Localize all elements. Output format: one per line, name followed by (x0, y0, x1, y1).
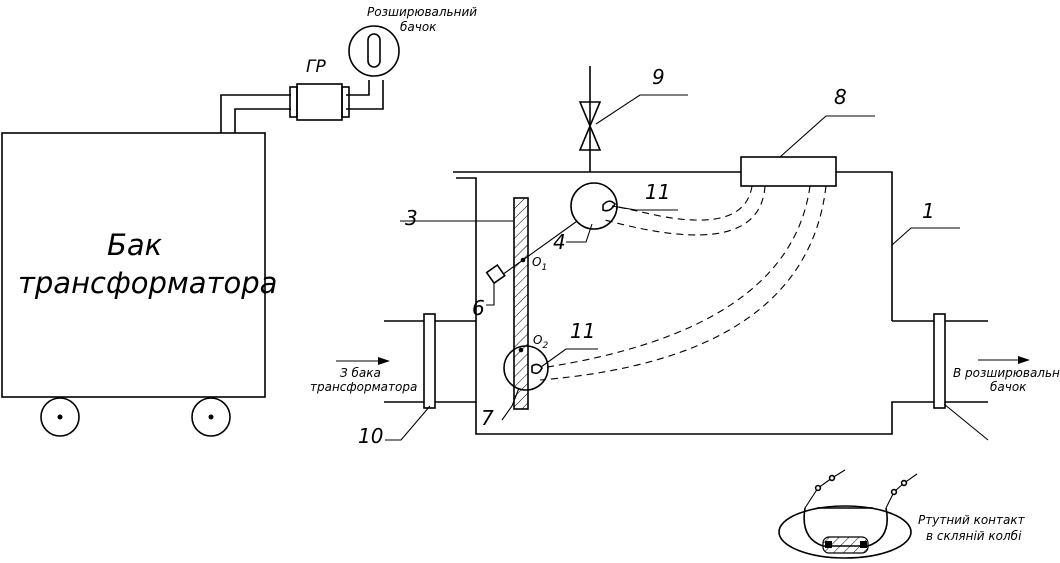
svg-text:11: 11 (570, 319, 595, 343)
gas-relay-small: ГР (289, 57, 350, 121)
expansion-tank-label-line2: бачок (400, 20, 437, 34)
oil-pipe-to-expansion-tank (220, 80, 384, 133)
inlet-arrow: З бака трансформатора (310, 357, 417, 394)
outlet-leader-line (943, 403, 989, 441)
callout-10: 10 (358, 405, 431, 448)
expansion-tank-label-line1: Розширювальний (367, 5, 477, 19)
callout-6: 6 (472, 283, 495, 320)
callout-11-top: 11 (611, 180, 678, 211)
valve (578, 66, 602, 172)
mercury-contact-label-line1: Ртутний контакт (918, 513, 1026, 527)
terminal-box (740, 156, 837, 187)
pivot-o1: O1 (532, 255, 547, 273)
inlet-label-line1: З бака (340, 366, 381, 380)
svg-text:7: 7 (481, 406, 494, 430)
transformer-tank-label-line2: трансформатора (18, 266, 277, 300)
callout-1: 1 (891, 199, 960, 246)
svg-text:10: 10 (358, 424, 383, 448)
svg-text:11: 11 (645, 180, 670, 204)
svg-text:O1: O1 (532, 255, 547, 273)
svg-text:9: 9 (652, 65, 665, 89)
inlet-label-line2: трансформатора (310, 380, 417, 394)
outlet-flange (933, 313, 946, 409)
svg-text:O2: O2 (533, 333, 548, 351)
transformer-tank-label-line1: Бак (107, 228, 163, 262)
inlet-flange (423, 313, 436, 409)
svg-text:6: 6 (472, 296, 485, 320)
transformer-tank: Бак трансформатора (1, 132, 277, 437)
outlet-label-line2: бачок (990, 380, 1027, 394)
svg-text:8: 8 (834, 85, 847, 109)
callout-11-bottom: 11 (540, 319, 598, 368)
hatched-plate (513, 197, 529, 410)
callout-3: 3 (400, 206, 514, 230)
svg-text:4: 4 (553, 230, 566, 254)
callout-4: 4 (553, 223, 593, 254)
outlet-label-line1: В розширювальний (953, 366, 1060, 380)
upper-float-arm (485, 218, 581, 285)
callout-9: 9 (595, 65, 688, 125)
callout-7: 7 (481, 387, 520, 430)
expansion-tank-small: Розширювальний бачок (348, 5, 477, 77)
callout-8: 8 (779, 85, 875, 158)
tank-wheel-left (40, 397, 80, 437)
svg-text:1: 1 (922, 199, 935, 223)
svg-text:3: 3 (405, 206, 418, 230)
gas-relay-label: ГР (306, 57, 326, 77)
outlet-arrow: В розширювальний бачок (953, 356, 1060, 394)
lower-float (503, 345, 549, 391)
mercury-contact-label-line2: в скляній колбі (926, 529, 1022, 543)
tank-wheel-right (191, 397, 231, 437)
pivot-o2: O2 (533, 333, 548, 351)
mercury-contact-inset: Ртутний контакт в скляній колбі (778, 469, 1026, 559)
upper-float (570, 182, 618, 230)
signal-wires (539, 185, 827, 381)
